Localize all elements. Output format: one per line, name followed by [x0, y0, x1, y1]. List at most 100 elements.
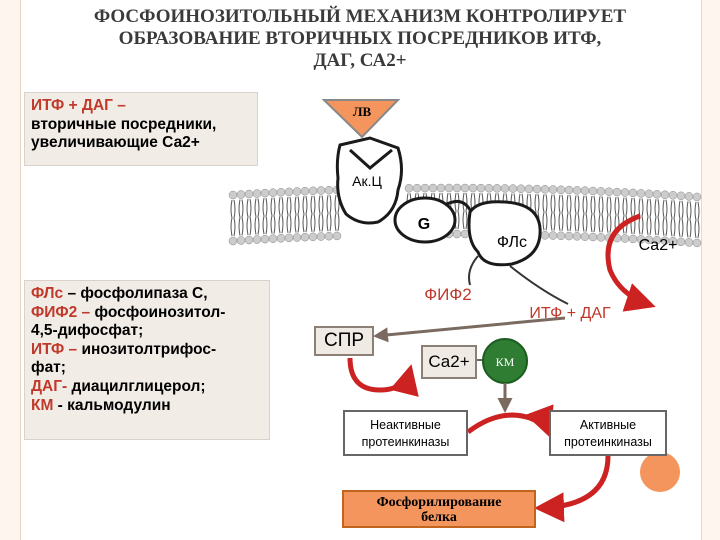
lipid-head: [268, 234, 278, 243]
lipid-head: [516, 184, 526, 193]
title-line-3: ДАГ, СА2+: [313, 50, 407, 71]
lipid-head: [236, 190, 246, 199]
lipid-head: [636, 189, 646, 198]
legend-box: ФЛс – фосфолипаза С, ФИФ2 – фосфоинозито…: [24, 280, 270, 440]
ca-outside-label: Са2+: [639, 237, 678, 254]
lipid-head: [604, 187, 614, 196]
lipid-tail: [302, 196, 308, 233]
lipid-head: [300, 186, 310, 196]
cell-membrane: [228, 183, 702, 248]
title-line-1: ФОСФОИНОЗИТОЛЬНЫЙ МЕХАНИЗМ КОНТРОЛИРУЕТ: [93, 6, 627, 27]
lipid-head: [484, 183, 494, 193]
lipid-head: [420, 183, 430, 193]
lipid-tail: [262, 198, 268, 235]
legend-def-flc: – фосфолипаза С,: [63, 285, 208, 302]
lipid-head: [676, 237, 686, 247]
title-line-2: ОБРАЗОВАНИЕ ВТОРИЧНЫХ ПОСРЕДНИКОВ ИТФ,: [118, 28, 602, 49]
lipid-tail: [326, 195, 332, 232]
lipid-head: [572, 186, 582, 195]
phos-line-2: белка: [421, 510, 457, 525]
membrane-heads: [228, 183, 702, 248]
lipid-tail: [254, 198, 260, 235]
lipid-head: [588, 186, 598, 196]
pip2-arrow: [468, 255, 479, 286]
lipid-tail: [286, 196, 292, 233]
lipid-head: [260, 188, 270, 198]
legend-term-dag: ДАГ-: [31, 377, 68, 395]
lipid-head: [540, 231, 550, 240]
pip2-label: ФИФ2: [424, 285, 472, 304]
lipid-tail: [318, 195, 324, 232]
active-kinases-box: Активные протеинкиназы: [549, 410, 667, 456]
lipid-head: [452, 183, 462, 193]
phospholipase-c-shape: [467, 200, 542, 267]
inactive-line-1: Неактивные: [370, 418, 441, 432]
legend-line-7: КМ - кальмодулин: [31, 397, 263, 416]
lipid-head: [492, 184, 502, 193]
lipid-tail: [230, 199, 236, 237]
lipid-head: [228, 190, 238, 200]
lipid-head: [628, 188, 638, 198]
lipid-head: [652, 190, 662, 199]
lipid-tail: [470, 192, 476, 230]
lipid-tail: [270, 197, 276, 234]
lipid-tail: [278, 197, 284, 234]
lipid-tail: [694, 201, 700, 239]
lipid-tail: [526, 193, 532, 230]
spr-to-ca-arrow: [347, 357, 419, 397]
ca-influx-arrow: [605, 213, 656, 312]
lipid-head: [332, 231, 342, 241]
lipid-head: [532, 184, 542, 194]
lipid-head: [612, 187, 622, 197]
legend-term-flc: ФЛс: [31, 285, 64, 302]
box1-line-1: ИТФ + ДАГ –: [31, 97, 126, 114]
itf-dag-line: [509, 265, 569, 305]
legend-def-pip2: фосфоинозитол-: [90, 303, 226, 321]
lipid-head: [276, 188, 286, 197]
lipid-head: [684, 238, 694, 247]
lipid-head: [260, 234, 270, 244]
legend-def-dag: диацилглицерол;: [67, 377, 206, 395]
lipid-head: [268, 188, 278, 197]
lipid-head: [444, 183, 454, 193]
legend-term-itf: ИТФ –: [31, 340, 78, 358]
lipid-head: [556, 185, 566, 195]
legend-line-5: фат;: [31, 359, 66, 377]
lipid-head: [236, 236, 246, 245]
lipid-head: [508, 184, 518, 193]
lipid-head: [588, 232, 598, 242]
lipid-head: [644, 189, 654, 199]
inactive-kinases-box: Неактивные протеинкиназы: [343, 410, 468, 456]
lipid-head: [668, 191, 678, 200]
g-protein-neck: [444, 199, 472, 211]
lipid-head: [524, 184, 534, 194]
lipid-head: [476, 183, 486, 193]
lipid-tail: [590, 195, 596, 233]
lipid-head: [556, 231, 566, 241]
ligand-label: ЛВ: [353, 104, 372, 119]
lipid-tail: [534, 193, 540, 231]
lipid-tail: [686, 201, 692, 238]
lipid-head: [324, 231, 334, 241]
lipid-head: [500, 184, 510, 193]
left-frame-border: [0, 0, 21, 540]
adenylate-cyclase-label: Ак.Ц: [352, 173, 382, 189]
lipid-head: [316, 232, 326, 241]
g-protein: [393, 196, 457, 244]
lipid-head: [244, 189, 254, 199]
active-line-1: Активные: [579, 418, 637, 432]
lipid-head: [436, 183, 446, 193]
receptor-notch: [348, 148, 393, 170]
lipid-head: [620, 234, 630, 243]
lipid-head: [228, 236, 238, 246]
lipid-head: [452, 229, 462, 239]
receptor-shape: [335, 136, 403, 225]
orange-circle: [640, 452, 680, 492]
legend-term-km: КМ: [31, 396, 54, 414]
lipid-head: [596, 187, 606, 196]
lipid-head: [460, 183, 470, 193]
lipid-tail: [598, 196, 604, 233]
lipid-head: [684, 192, 694, 201]
lipid-head: [292, 233, 302, 242]
lipid-tail: [550, 194, 556, 231]
